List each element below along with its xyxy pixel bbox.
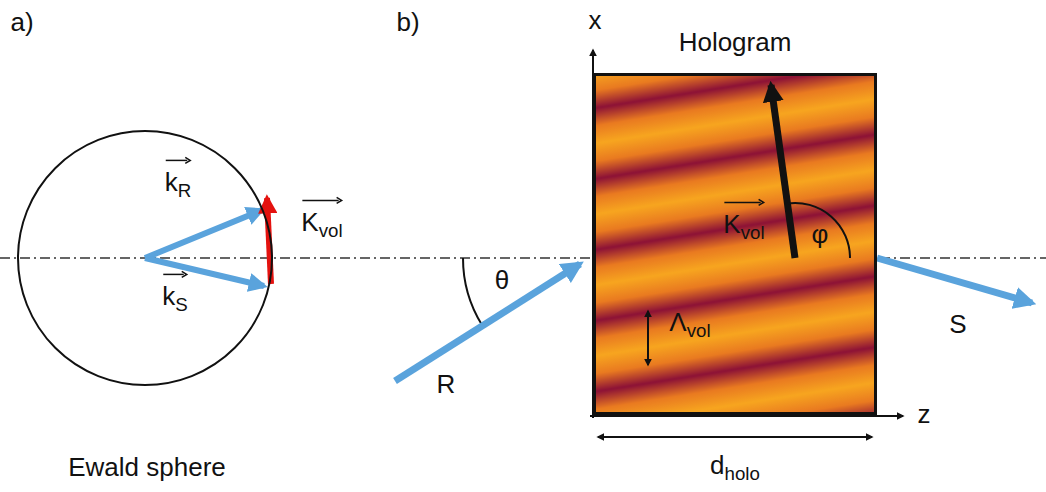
- grating-vector: [267, 198, 271, 284]
- period-label: Λvol: [669, 308, 710, 341]
- panel-letter: a): [10, 8, 33, 37]
- hologram-fringes: [593, 73, 877, 415]
- angle-label: θ: [495, 266, 509, 295]
- axis-label: x: [589, 6, 602, 35]
- vector-arrow: [165, 156, 192, 166]
- vector-label: kR: [165, 162, 192, 201]
- period-arrow: [647, 311, 649, 365]
- vector-arrow: [301, 196, 342, 206]
- vector-label: kS: [162, 276, 187, 315]
- panel-letter: b): [396, 8, 419, 37]
- beam-label: S: [949, 310, 966, 339]
- signal-beam: [877, 258, 1032, 303]
- vector-arrow: [162, 270, 187, 280]
- vector-label: Kvol: [301, 202, 342, 241]
- vector-label: Kvol: [723, 204, 764, 243]
- thickness-arrow: [598, 436, 872, 438]
- node-title: Ewald sphere: [68, 453, 226, 482]
- beam-label: R: [437, 370, 456, 399]
- ewald-circle: Ewald sphere: [17, 130, 273, 386]
- phi-arc: [787, 203, 850, 258]
- reference-beam: [395, 264, 580, 381]
- vector-arrow: [723, 198, 764, 208]
- wave-vector-r: [145, 210, 262, 258]
- z-axis: [590, 415, 903, 417]
- thickness-label: dholo: [710, 451, 760, 484]
- angle-label: φ: [812, 220, 829, 249]
- theta-arc: [463, 258, 482, 325]
- grating-vector: [771, 85, 795, 258]
- node-title: Hologram: [679, 28, 792, 57]
- axis-label: z: [918, 400, 931, 429]
- hologram-box: Hologram: [593, 73, 877, 415]
